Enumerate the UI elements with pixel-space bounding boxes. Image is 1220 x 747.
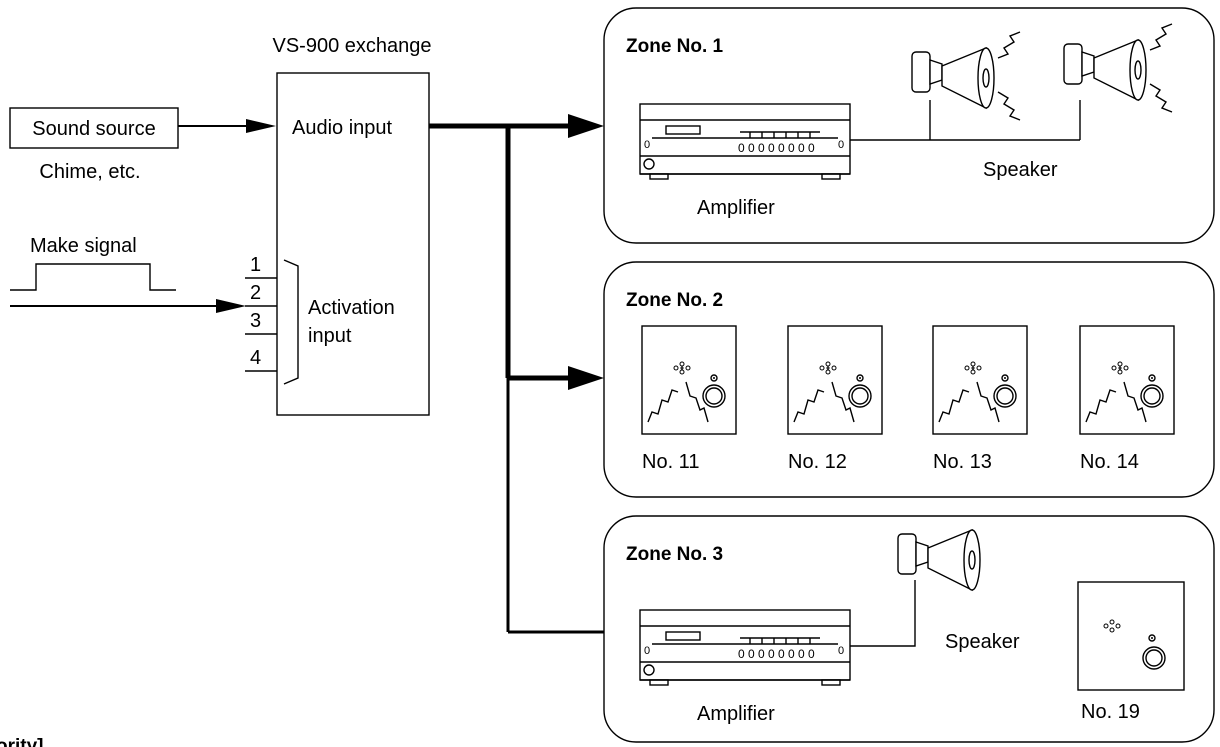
wall-station-icon [787,325,883,435]
sound-source-box: Sound source [9,107,179,149]
zone-1-amplifier-label: Amplifier [697,197,775,219]
station-11-label: No. 11 [642,451,699,473]
input-1-label: 1 [250,254,261,276]
sound-source-caption: Chime, etc. [39,161,140,183]
zone-3-title: Zone No. 3 [626,544,723,565]
station-19-label: No. 19 [1081,701,1140,723]
station-14-label: No. 14 [1080,451,1139,473]
make-signal-pulse [10,263,176,291]
arrow-icon [568,114,604,138]
input-2-label: 2 [250,282,261,304]
sound-source-label: Sound source [32,118,155,140]
audio-input-label: Audio input [292,117,393,139]
exchange-title: VS-900 exchange [272,35,431,57]
input-4-label: 4 [250,347,261,369]
audio-bus [429,123,604,634]
zone-1-speaker-label: Speaker [983,159,1058,181]
wall-station-icon [641,325,737,435]
wall-station-icon [1079,325,1175,435]
wall-station-icon [932,325,1028,435]
zone-3-speaker-line [850,580,916,647]
activation-input-label-1: Activation [308,297,395,319]
zone-3-panel [603,515,1215,743]
zone-1-panel [603,7,1215,244]
zone-3-speaker-label: Speaker [945,631,1020,653]
footer-fragment: ority] [0,736,44,747]
make-signal-label: Make signal [30,235,137,257]
arrow-icon [246,119,276,133]
wall-station-icon [1077,581,1185,691]
zone-1-title: Zone No. 1 [626,36,724,57]
arrow-icon [568,366,604,390]
arrow-icon [216,299,246,313]
amplifier-icon [639,103,851,180]
activation-input-label-2: input [308,325,352,347]
zone-2-title: Zone No. 2 [626,290,723,311]
zone-2-panel [603,261,1215,498]
station-13-label: No. 13 [933,451,992,473]
activation-bracket [283,259,299,385]
station-12-label: No. 12 [788,451,847,473]
zone-3-amplifier-label: Amplifier [697,703,775,725]
activation-terminals [245,277,277,372]
input-3-label: 3 [250,310,261,332]
exchange-box [276,72,430,416]
amplifier-icon [639,609,851,686]
